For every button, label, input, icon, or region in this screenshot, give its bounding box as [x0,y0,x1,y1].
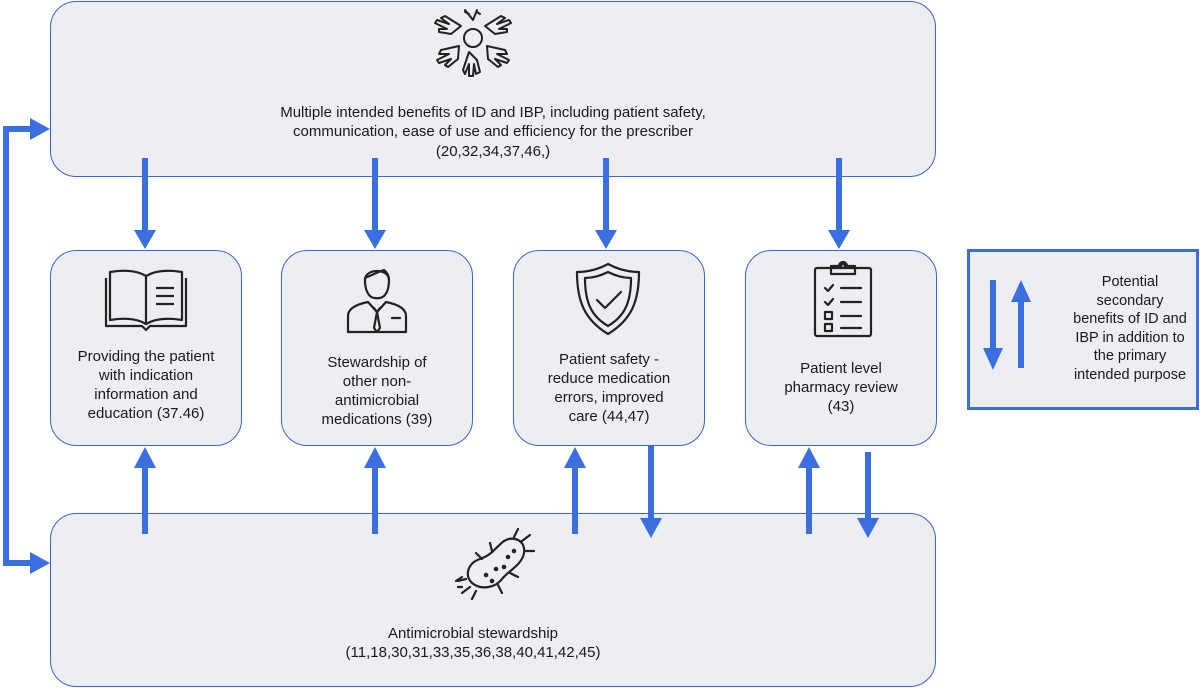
bacterium-icon [454,527,536,601]
box-patient-education-text: Providing the patient with indication in… [77,348,215,422]
top-box-refs: (20,32,34,37,46,) [435,143,551,160]
legend-box [967,249,1199,410]
legend-text: Potential secondary benefits of ID and I… [1073,274,1187,383]
person-suit-icon [346,268,408,334]
box-patient-safety [513,250,705,446]
clipboard-checklist-icon [813,260,873,338]
bottom-box [50,513,936,687]
box-patient-safety-text: Patient safety - reduce medication error… [547,351,671,425]
up-down-arrows-icon [983,280,1031,370]
shield-check-icon [575,262,641,336]
open-book-icon [104,269,188,332]
box-pharmacy-review-text: Patient level pharmacy review (43) [784,360,898,415]
bottom-box-text: Antimicrobial stewardship [387,625,559,642]
hands-together-icon [434,9,512,77]
top-box-text: Multiple intended benefits of ID and IBP… [280,104,706,140]
box-non-antimicrobial-stewardship-text: Stewardship of other non- antimicrobial … [321,354,433,428]
bottom-box-refs: (11,18,30,31,33,35,36,38,40,41,42,45) [345,644,601,661]
box-pharmacy-review [745,250,937,446]
top-box [50,1,936,177]
box-non-antimicrobial-stewardship [281,250,473,446]
